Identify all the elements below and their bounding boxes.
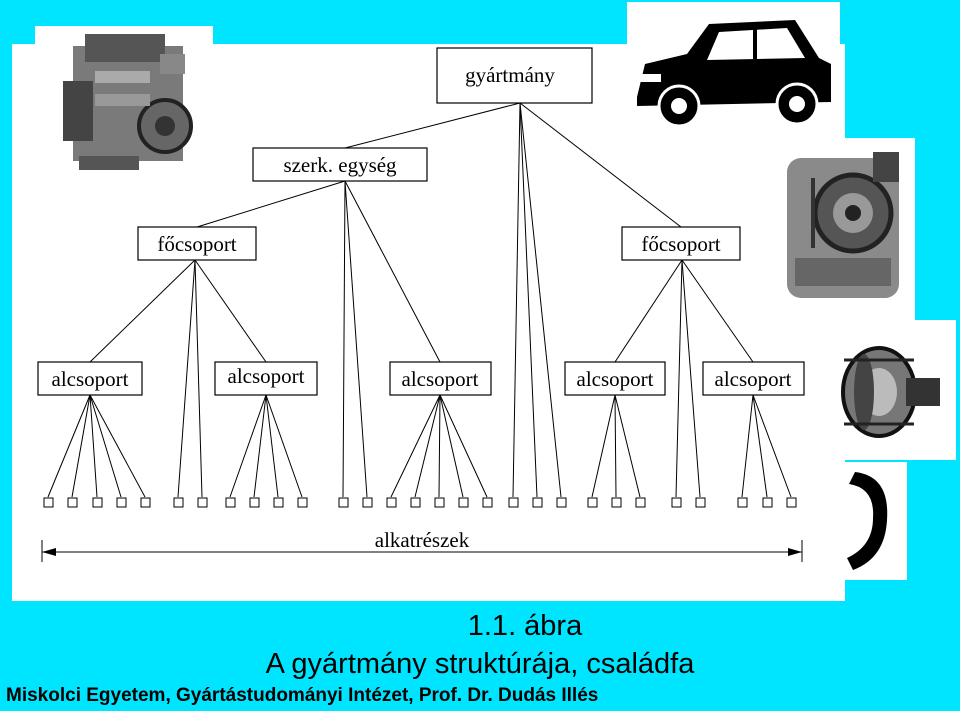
connector-line-21 [89,394,122,498]
connector-line-23 [229,394,267,498]
node-subgroup-3: alcsoport [389,361,492,396]
node-subgroup-2-label: alcsoport [228,364,305,388]
connector-line-16 [675,259,683,498]
node-subgroup-4-label: alcsoport [577,367,654,391]
car-image [627,2,840,137]
connector-line-32 [591,394,616,498]
node-subgroup-1-label: alcsoport [52,367,129,391]
node-main-group-1: főcsoport [137,226,257,261]
connector-line-4 [519,102,538,498]
part-box-23 [611,497,622,508]
node-subgroup-3-label: alcsoport [402,367,479,391]
connector-line-37 [752,394,792,498]
clutch-image [824,320,956,460]
part-box-19 [508,497,519,508]
part-box-5 [140,497,151,508]
connector-line-31 [439,394,488,498]
part-box-12 [338,497,349,508]
part-box-4 [116,497,127,508]
part-box-8 [225,497,236,508]
node-subgroup-5-label: alcsoport [715,367,792,391]
connector-line-29 [438,394,441,498]
node-subgroup-5: alcsoport [702,361,805,396]
connector-line-20 [89,394,98,498]
connector-line-13 [194,259,203,498]
part-box-29 [786,497,797,508]
connector-line-19 [71,394,91,498]
connector-line-14 [614,259,683,363]
node-main-group-2: főcsoport [621,226,741,261]
part-box-6 [173,497,184,508]
node-subgroup-1: alcsoport [37,361,143,396]
node-unit: szerk. egység [252,147,428,182]
connector-line-17 [681,259,701,498]
part-box-22 [587,497,598,508]
connector-line-22 [89,394,146,498]
figure-number: 1.1. ábra [467,610,583,642]
connector-line-5 [519,102,562,498]
connector-line-12 [177,259,196,498]
connector-line-2 [519,102,682,228]
connector-line-3 [512,102,521,498]
part-box-3 [92,497,103,508]
node-main-group-2-label: főcsoport [641,232,720,256]
connector-line-35 [741,394,754,498]
connector-line-6 [196,180,346,228]
part-box-25 [671,497,682,508]
part-box-15 [410,497,421,508]
connector-line-25 [265,394,279,498]
parts-label: alkatrészek [375,528,470,552]
part-box-24 [635,497,646,508]
connector-line-18 [47,394,91,498]
part-box-26 [695,497,706,508]
footer-credit: Miskolci Egyetem, Gyártástudományi Intéz… [6,685,599,706]
engine-image [35,26,213,186]
part-box-13 [362,497,373,508]
part-box-11 [297,497,308,508]
figure-title: A gyártmány struktúrája, családfa [265,648,695,680]
part-box-2 [67,497,78,508]
connector-line-30 [439,394,464,498]
part-box-16 [434,497,445,508]
part-box-27 [737,497,748,508]
connector-line-7 [342,180,346,498]
part-box-7 [197,497,208,508]
part-box-14 [386,497,397,508]
node-subgroup-4: alcsoport [564,361,666,396]
part-image [835,462,907,580]
connector-line-28 [414,394,441,498]
connector-line-26 [265,394,303,498]
part-box-17 [458,497,469,508]
part-box-28 [762,497,773,508]
part-box-21 [556,497,567,508]
node-main-group-1-label: főcsoport [157,232,236,256]
connector-line-10 [89,259,196,363]
connector-line-24 [253,394,267,498]
connector-line-15 [681,259,754,363]
node-root: gyártmány [436,47,593,104]
part-box-9 [249,497,260,508]
connector-line-11 [194,259,267,363]
part-box-18 [482,497,493,508]
node-unit-label: szerk. egység [283,153,397,177]
part-box-1 [43,497,54,508]
parts-span-arrow: alkatrészek [41,528,803,562]
node-root-label: gyártmány [465,63,555,87]
connector-line-27 [390,394,441,498]
part-box-10 [273,497,284,508]
connector-line-34 [614,394,641,498]
connector-line-8 [344,180,368,498]
part-box-20 [532,497,543,508]
connector-line-33 [614,394,617,498]
connector-line-9 [344,180,441,363]
node-subgroup-2: alcsoport [214,361,318,396]
gearbox-image [773,138,915,320]
connector-line-36 [752,394,768,498]
connector-line-1 [344,102,521,149]
